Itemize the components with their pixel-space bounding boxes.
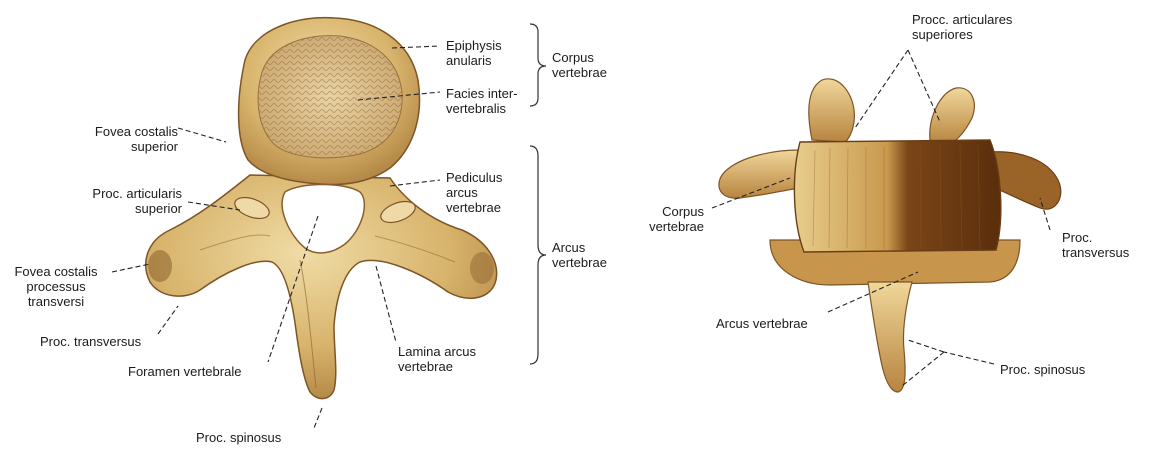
trabecular-texture xyxy=(258,36,402,158)
transverse-left-shape xyxy=(719,150,800,198)
label-fovea-costalis-processus-transversi: Fovea costalis processus transversi xyxy=(2,264,110,309)
label-procc-articulares-superiores: Procc. articulares superiores xyxy=(912,12,1012,42)
fovea-left xyxy=(148,250,172,282)
label-epiphysis-anularis: Epiphysis anularis xyxy=(446,38,502,68)
label-proc-transversus-anterior: Proc. transversus xyxy=(1062,230,1129,260)
label-corpus-vertebrae: Corpus vertebrae xyxy=(552,50,607,80)
label-facies-intervertebralis: Facies inter- vertebralis xyxy=(446,86,518,116)
label-arcus-vertebrae: Arcus vertebrae xyxy=(552,240,607,270)
label-corpus-vertebrae-anterior: Corpus vertebrae xyxy=(620,204,704,234)
label-fovea-costalis-superior: Fovea costalis superior xyxy=(60,124,178,154)
vertebral-body-shape xyxy=(794,140,1000,252)
label-pediculus-arcus-vertebrae: Pediculus arcus vertebrae xyxy=(446,170,502,215)
fovea-right xyxy=(470,252,494,284)
sup-articular-right-shape xyxy=(930,88,975,144)
spinous-process-shape xyxy=(868,282,912,392)
label-proc-articularis-superior: Proc. articularis superior xyxy=(40,186,182,216)
arcus-brace xyxy=(530,146,546,364)
label-proc-spinosus-anterior: Proc. spinosus xyxy=(1000,362,1085,377)
label-foramen-vertebrale: Foramen vertebrale xyxy=(128,364,241,379)
sup-articular-left-shape xyxy=(809,79,855,142)
superior-view-vertebra xyxy=(146,18,497,399)
label-arcus-vertebrae-anterior: Arcus vertebrae xyxy=(716,316,808,331)
corpus-brace xyxy=(530,24,546,106)
label-lamina-arcus-vertebrae: Lamina arcus vertebrae xyxy=(398,344,476,374)
label-proc-spinosus-superior-view: Proc. spinosus xyxy=(196,430,281,445)
label-proc-transversus: Proc. transversus xyxy=(40,334,141,349)
anterior-view-vertebra xyxy=(719,79,1061,392)
